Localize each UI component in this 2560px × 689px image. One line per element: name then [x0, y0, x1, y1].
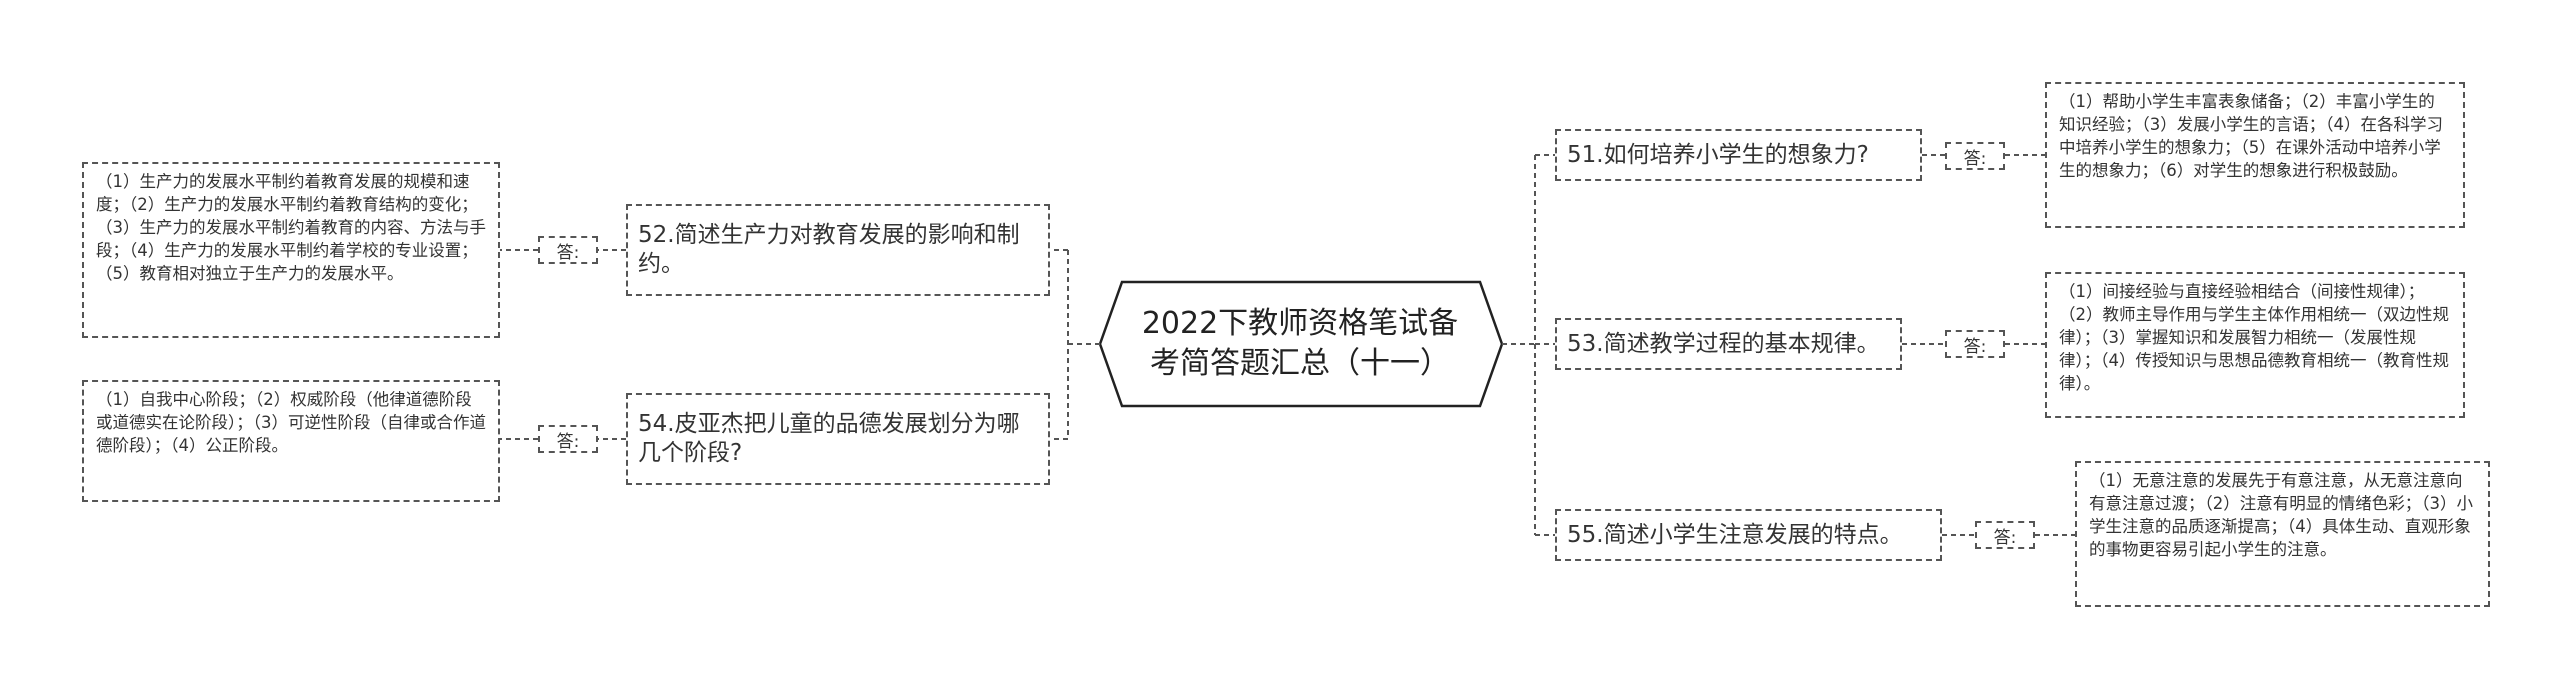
root-node: 2022下教师资格笔试备考简答题汇总（十一） — [1100, 282, 1500, 406]
answer-label-51: 答: — [1945, 142, 2005, 170]
answer-text: （1）无意注意的发展先于有意注意，从无意注意向有意注意过渡；（2）注意有明显的情… — [2089, 471, 2473, 559]
answer-node-53: （1）间接经验与直接经验相结合（间接性规律）；（2）教师主导作用与学生主体作用相… — [2045, 272, 2465, 418]
question-node-55[interactable]: 55.简述小学生注意发展的特点。 — [1555, 509, 1942, 561]
answer-label-54: 答: — [538, 425, 598, 453]
question-node-53[interactable]: 53.简述教学过程的基本规律。 — [1555, 318, 1902, 370]
question-text: 54.皮亚杰把儿童的品德发展划分为哪几个阶段? — [638, 411, 1020, 466]
answer-node-54: （1）自我中心阶段；（2）权威阶段（他律道德阶段或道德实在论阶段）；（3）可逆性… — [82, 380, 500, 502]
question-text: 52.简述生产力对教育发展的影响和制约。 — [638, 222, 1020, 277]
root-title: 2022下教师资格笔试备考简答题汇总（十一） — [1141, 306, 1459, 381]
answer-label-53: 答: — [1945, 330, 2005, 358]
answer-label-55: 答: — [1975, 521, 2035, 549]
question-text: 53.简述教学过程的基本规律。 — [1567, 330, 1880, 357]
answer-label-text: 答: — [1993, 527, 2017, 548]
answer-node-55: （1）无意注意的发展先于有意注意，从无意注意向有意注意过渡；（2）注意有明显的情… — [2075, 461, 2490, 607]
question-node-52[interactable]: 52.简述生产力对教育发展的影响和制约。 — [626, 204, 1050, 296]
question-text: 55.简述小学生注意发展的特点。 — [1567, 521, 1903, 548]
answer-text: （1）帮助小学生丰富表象储备；（2）丰富小学生的知识经验；（3）发展小学生的言语… — [2059, 92, 2443, 180]
answer-label-text: 答: — [556, 242, 580, 263]
answer-label-text: 答: — [1963, 148, 1987, 169]
answer-text: （1）间接经验与直接经验相结合（间接性规律）；（2）教师主导作用与学生主体作用相… — [2059, 282, 2449, 393]
answer-node-51: （1）帮助小学生丰富表象储备；（2）丰富小学生的知识经验；（3）发展小学生的言语… — [2045, 82, 2465, 228]
answer-text: （1）生产力的发展水平制约着教育发展的规模和速度；（2）生产力的发展水平制约着教… — [96, 172, 486, 283]
answer-label-text: 答: — [1963, 336, 1987, 357]
answer-text: （1）自我中心阶段；（2）权威阶段（他律道德阶段或道德实在论阶段）；（3）可逆性… — [96, 390, 486, 455]
question-node-54[interactable]: 54.皮亚杰把儿童的品德发展划分为哪几个阶段? — [626, 393, 1050, 485]
answer-label-52: 答: — [538, 236, 598, 264]
answer-label-text: 答: — [556, 431, 580, 452]
question-text: 51.如何培养小学生的想象力? — [1567, 141, 1869, 168]
question-node-51[interactable]: 51.如何培养小学生的想象力? — [1555, 129, 1922, 181]
answer-node-52: （1）生产力的发展水平制约着教育发展的规模和速度；（2）生产力的发展水平制约着教… — [82, 162, 500, 338]
